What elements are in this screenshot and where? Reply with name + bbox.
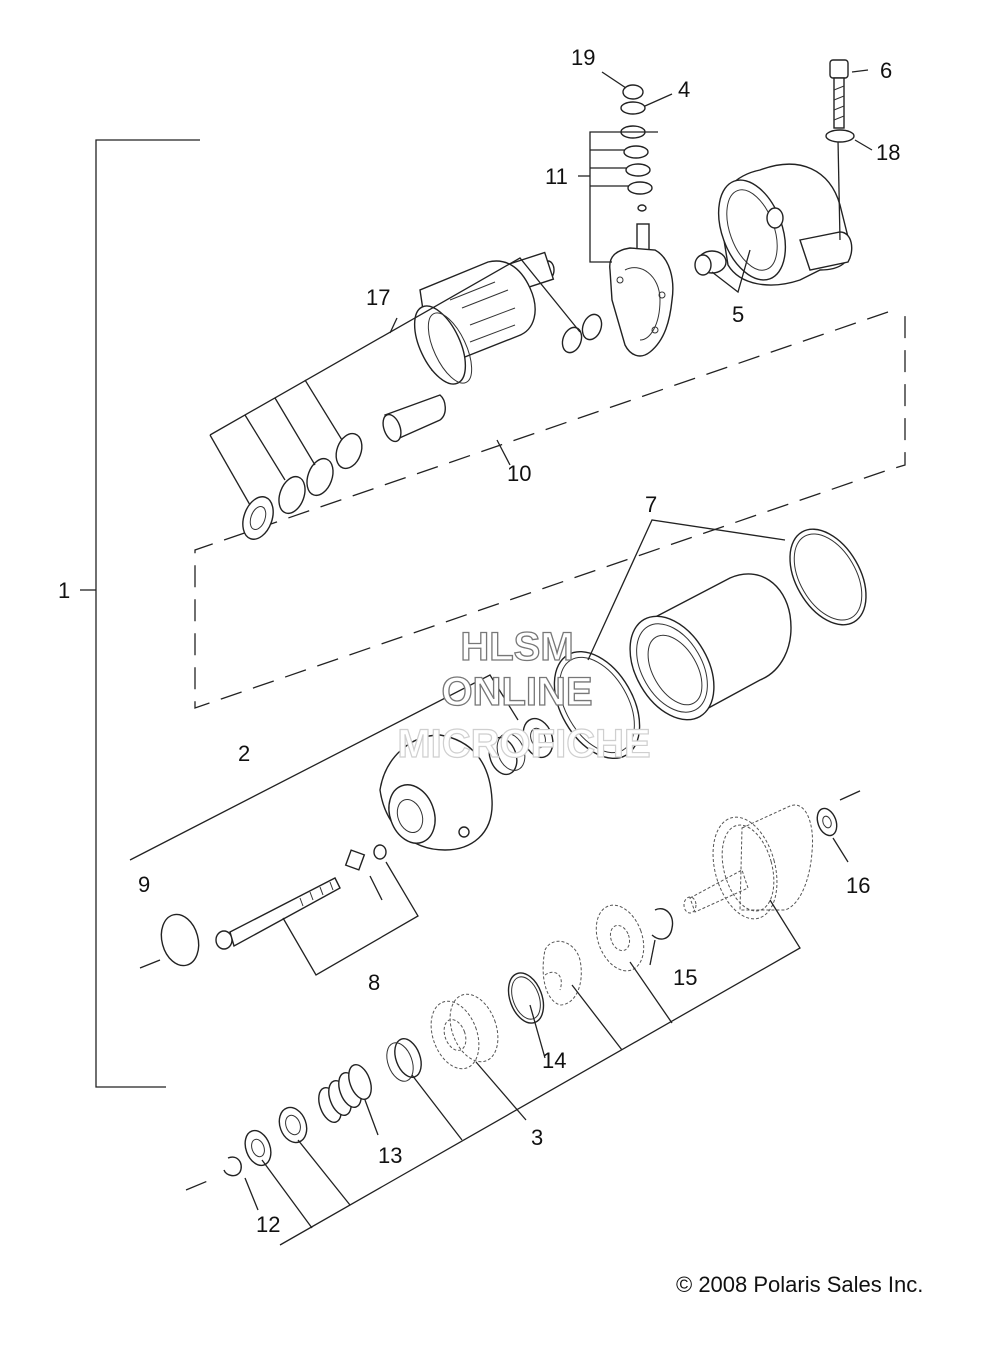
washer [825,129,855,143]
callout-16: 16 [846,873,870,898]
o-ring-front [553,650,641,760]
dashed-outline [194,310,906,709]
gasket [160,913,200,967]
callout-14: 14 [542,1048,566,1073]
spacer [344,849,366,871]
callout-17: 17 [366,285,390,310]
insulator-washer-4 [627,181,653,195]
bolt [829,59,849,129]
spring-seat [278,1106,308,1144]
callout-13: 13 [378,1143,402,1168]
watermark: HLSM ONLINE MICROFICHE [397,624,652,766]
pinion-collar [595,904,645,972]
callout-15: 15 [673,965,697,990]
through-bolt [215,877,341,950]
callout-11: 11 [545,164,568,189]
lock-plate [242,496,274,540]
front-housing [379,734,493,851]
callout-10: 10 [507,461,531,486]
callout-6: 6 [880,58,892,83]
callout-7: 7 [645,492,657,517]
clutch-washer [816,807,838,837]
pinion-gear [430,993,499,1070]
thrust-washer-front-3 [278,475,306,515]
overrunning-clutch-gear [683,804,814,920]
spring [318,1064,372,1123]
callout-5: 5 [732,302,744,327]
callout-9: 9 [138,872,150,897]
callout-19: 19 [571,45,595,70]
insulator-washer-3 [625,163,651,177]
pinion-sleeve [386,1038,422,1082]
terminal-washer [620,101,646,115]
thrust-washer-rear-2 [581,313,603,341]
callout-2: 2 [238,741,250,766]
stop-washer [244,1129,272,1167]
callout-3: 3 [531,1125,543,1150]
armature [382,251,555,443]
small-o-ring [373,844,387,860]
snap-ring-clutch [507,972,545,1024]
yoke-field-housing [629,573,792,721]
clutch-stopper [542,940,582,1006]
bushing [694,250,727,276]
callout-4: 4 [678,77,690,102]
watermark-line-1: HLSM [460,625,573,669]
callout-12: 12 [256,1212,280,1237]
callout-1: 1 [58,578,70,603]
callout-18: 18 [876,140,900,165]
copyright-notice: © 2008 Polaris Sales Inc. [676,1272,924,1297]
retaining-ring [223,1156,242,1177]
insulator-washer-2 [623,145,649,159]
nut [622,84,644,100]
thrust-washer-front-1 [335,432,363,470]
end-cover-housing [717,139,853,286]
snap-ring-pinion [651,908,674,940]
needle-bearing [488,733,526,776]
thrust-washer-front-2 [306,457,334,497]
assembly-bracket [80,139,200,1088]
bearing [522,717,554,759]
thrust-washer-rear-1 [561,326,583,354]
o-ring-rear [789,528,867,626]
watermark-line-3: MICROFICHE [397,722,650,766]
watermark-line-2: ONLINE [441,670,592,714]
callout-8: 8 [368,970,380,995]
brush-holder-plate [609,223,674,357]
